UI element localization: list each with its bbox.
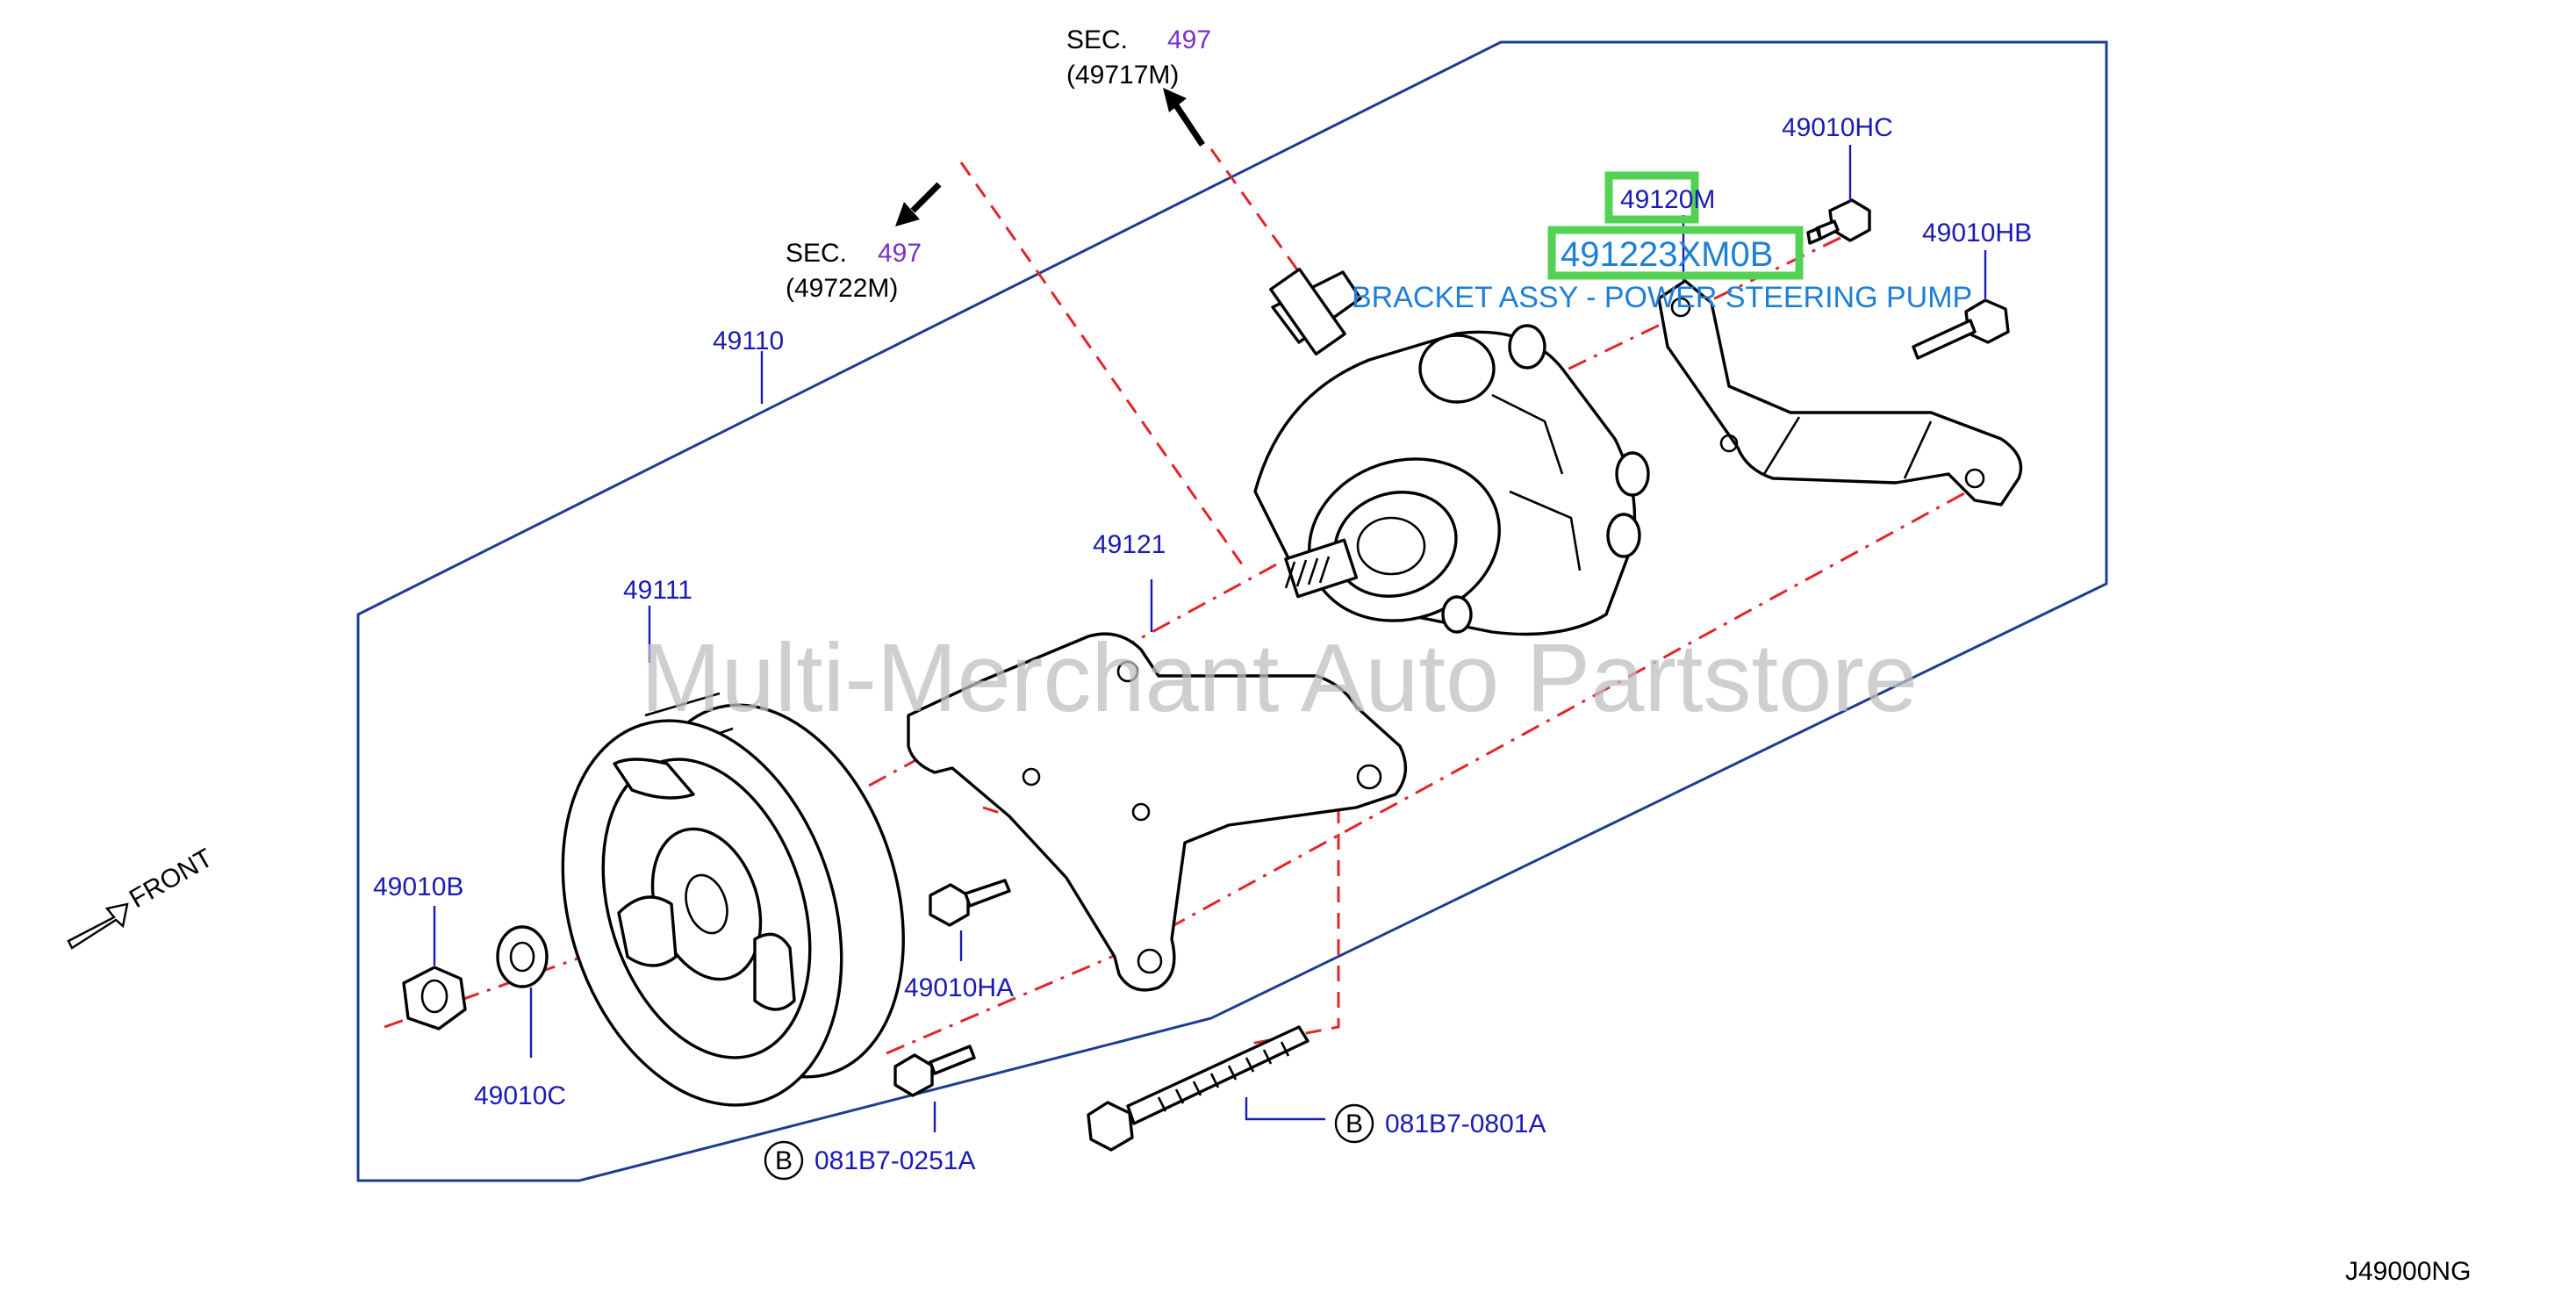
badge-b-left [764, 1140, 804, 1181]
label-491223XM0B[interactable]: 491223XM0B [1561, 235, 1773, 274]
label-081B7-0251A[interactable]: 081B7-0251A [814, 1146, 976, 1175]
highlight-box-491223XM0B [1547, 226, 1804, 280]
bolt-49010HA [929, 879, 1011, 927]
pulley-49111 [561, 692, 905, 1107]
front-arrow-icon [67, 902, 129, 950]
watermark-text: Multi-Merchant Auto Partstore [641, 624, 1918, 732]
label-49010B[interactable]: 49010B [373, 873, 463, 901]
label-49010HA[interactable]: 49010HA [904, 973, 1014, 1002]
washer-49010C [496, 925, 549, 988]
sec-top-prefix: SEC. [1066, 25, 1128, 54]
badge-b-right [1334, 1103, 1374, 1144]
bracket-description: BRACKET ASSY - POWER STEERING PUMP [1352, 281, 1972, 314]
bolt-49010HB [1912, 298, 2010, 360]
label-49010C[interactable]: 49010C [474, 1081, 566, 1110]
label-49010HC[interactable]: 49010HC [1782, 113, 1893, 142]
front-label: FRONT [125, 844, 218, 914]
bracket-49121 [907, 632, 1408, 992]
bolt-081B7-0801A [1087, 1025, 1310, 1152]
assembly-frame [356, 40, 2108, 1182]
power-steering-pump [1253, 267, 1650, 636]
label-49110[interactable]: 49110 [713, 327, 784, 355]
label-49120M[interactable]: 49120M [1620, 185, 1715, 214]
badge-b-right-text: B [1345, 1110, 1363, 1138]
arrow-left-icon [895, 182, 942, 226]
sec-left-prefix: SEC. [786, 239, 847, 268]
bolt-spec-left[interactable]: B 081B7-0251A [764, 1140, 976, 1181]
label-49121[interactable]: 49121 [1093, 530, 1166, 559]
bolt-spec-right[interactable]: B 081B7-0801A [1334, 1103, 1546, 1144]
arrow-up-icon [1163, 88, 1205, 147]
sec-top-part: (49717M) [1066, 61, 1179, 90]
bolt-49010HC [1806, 198, 1871, 245]
label-081B7-0801A[interactable]: 081B7-0801A [1385, 1110, 1546, 1138]
nut-49010B [402, 966, 467, 1031]
badge-b-left-text: B [775, 1146, 793, 1175]
highlight-box-49120M [1604, 171, 1699, 224]
label-49010HB[interactable]: 49010HB [1922, 219, 2032, 248]
bolt-081B7-0251A [893, 1045, 976, 1097]
sec-top-number[interactable]: 497 [1167, 25, 1211, 54]
diagram-id: J49000NG [2345, 1257, 2471, 1286]
sec-left-part: (49722M) [786, 274, 898, 303]
bracket-49120M [1657, 279, 2023, 506]
sec-left-number[interactable]: 497 [878, 239, 922, 268]
label-49111[interactable]: 49111 [623, 576, 692, 605]
